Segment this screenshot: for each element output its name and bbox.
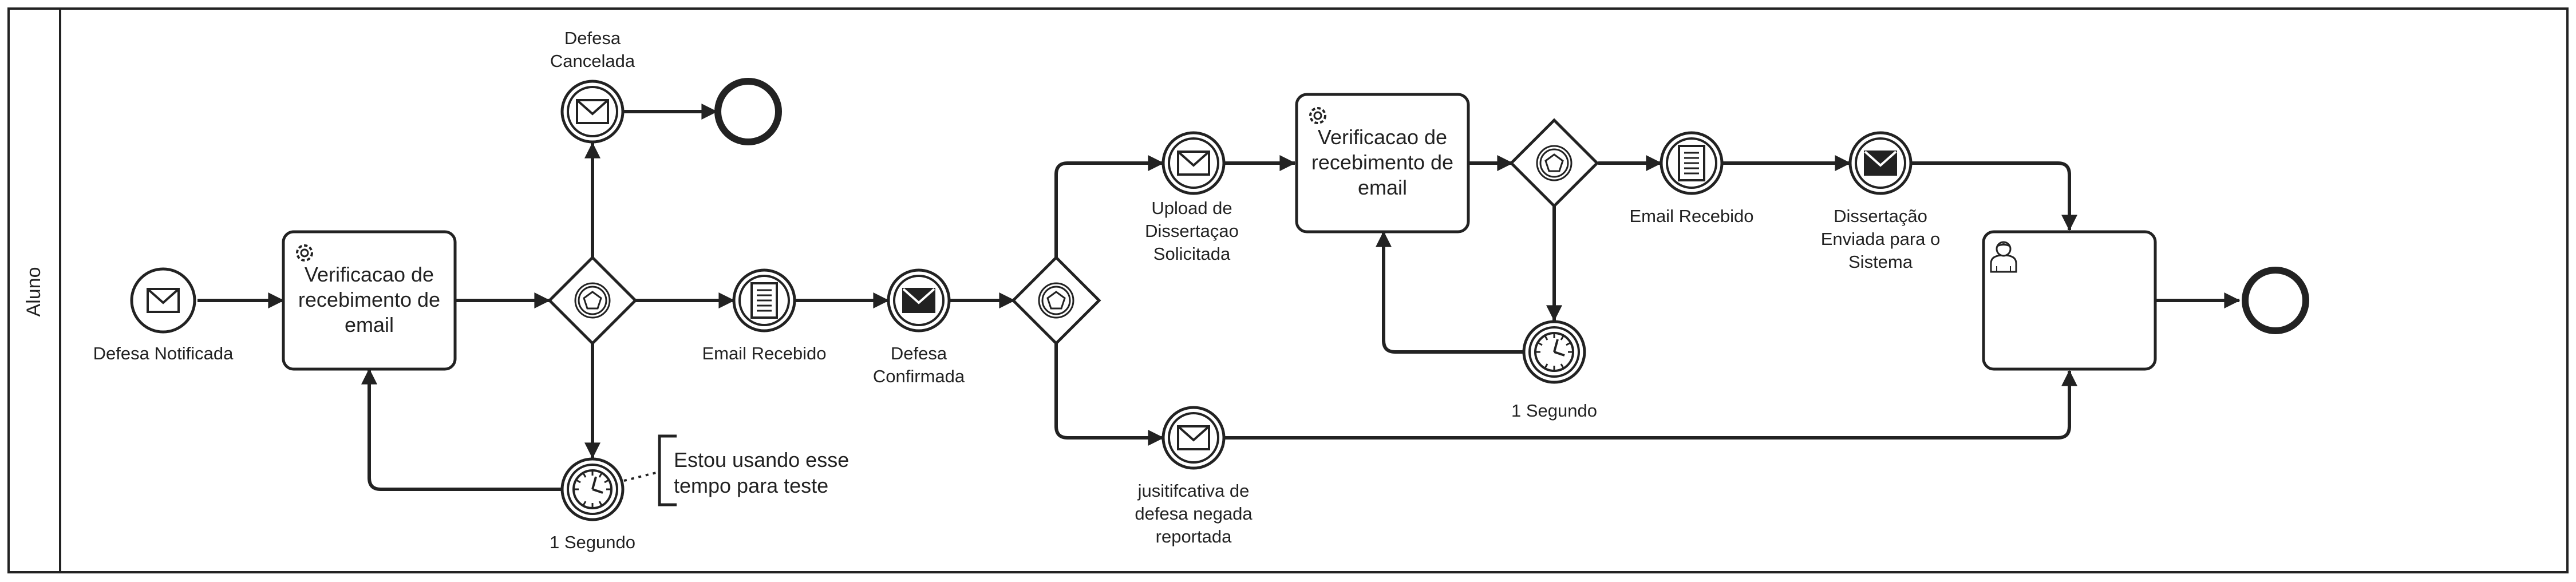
text-annotation[interactable]: Estou usando esse tempo para teste (623, 434, 849, 506)
envelope-icon (1177, 425, 1210, 450)
event-email-recebido-2[interactable]: Email Recebido (1629, 131, 1754, 226)
end-event-1[interactable] (714, 78, 782, 145)
gateway-1-diamond[interactable] (547, 255, 638, 346)
clock-icon (572, 469, 613, 509)
task-verify-2-label-line2: recebimento de (1311, 151, 1453, 174)
timer-event-1[interactable]: 1 Segundo (550, 457, 635, 552)
sent-label-line3: Sistema (1848, 252, 1913, 272)
email-received-2-label: Email Recebido (1629, 206, 1753, 226)
timer-event-2[interactable]: 1 Segundo (1511, 320, 1597, 421)
lane-label: Aluno (23, 267, 45, 317)
task-verify-1-label-line1: Verificacao de (305, 263, 434, 286)
timer-2-label: 1 Segundo (1511, 401, 1597, 421)
start-event-label: Defesa Notificada (93, 343, 234, 363)
user-task[interactable] (1982, 230, 2157, 371)
envelope-icon (1177, 151, 1210, 176)
pentagon-icon (1544, 153, 1564, 172)
flow-timer1-to-verify1[interactable] (361, 368, 561, 491)
confirmed-label-line1: Defesa (891, 343, 947, 363)
task-verify-2-label-line1: Verificacao de (1318, 125, 1447, 149)
justification-label-line2: defesa negada (1135, 504, 1253, 524)
task-verify-1-label-line3: email (345, 313, 394, 336)
annotation-bracket (658, 434, 677, 506)
document-icon (1678, 145, 1705, 181)
flow-justification-to-usertask[interactable] (1224, 370, 2077, 440)
sent-label-line1: Dissertação (1834, 206, 1927, 226)
gateway-2-diamond[interactable] (1011, 255, 1101, 346)
task-verify-1-label-line2: recebimento de (298, 288, 440, 311)
cancelled-label-line1: Defesa (564, 28, 621, 48)
task-verify-2-box[interactable] (1295, 93, 1470, 233)
upload-label-line1: Upload de (1151, 198, 1232, 218)
annotation-association (623, 471, 659, 482)
event-email-recebido-1[interactable]: Email Recebido (702, 268, 827, 363)
pentagon-icon (1046, 291, 1066, 310)
justification-label-line3: reportada (1156, 526, 1232, 547)
event-defesa-cancelada[interactable]: Defesa Cancelada (550, 28, 635, 144)
envelope-filled-icon (1864, 151, 1897, 176)
event-based-gateway-3[interactable] (1509, 118, 1599, 208)
envelope-filled-icon (902, 288, 935, 313)
sequence-flows (197, 104, 2241, 491)
task-verify-2-label-line3: email (1358, 176, 1407, 199)
flow-sent-to-usertask[interactable] (1911, 161, 2077, 231)
envelope-icon (576, 99, 609, 124)
email-received-1-label: Email Recebido (702, 343, 826, 363)
upload-label-line3: Solicitada (1153, 244, 1231, 264)
gateway-3-diamond[interactable] (1509, 118, 1599, 208)
timer-1-label: 1 Segundo (550, 532, 635, 552)
confirmed-label-line2: Confirmada (873, 366, 965, 386)
flow-gateway2-to-upload[interactable] (1054, 155, 1164, 258)
end-event-2[interactable] (2242, 267, 2309, 334)
start-event[interactable]: Defesa Notificada (93, 267, 234, 363)
user-task-box[interactable] (1982, 230, 2157, 371)
annotation-line2: tempo para teste (674, 474, 828, 497)
task-verify-2[interactable]: Verificacao de recebimento de email (1295, 93, 1470, 233)
task-verify-1-box[interactable] (282, 230, 457, 371)
event-dissertacao-enviada[interactable]: Dissertação Enviada para o Sistema (1821, 131, 1941, 272)
user-icon (1990, 241, 2017, 273)
sent-label-line2: Enviada para o (1821, 229, 1941, 249)
flow-timer2-to-verify2[interactable] (1376, 231, 1523, 354)
cancelled-label-line2: Cancelada (550, 51, 635, 71)
clock-icon (1534, 332, 1574, 372)
event-upload-solicitada[interactable]: Upload de Dissertaçao Solicitada (1145, 131, 1239, 264)
task-verify-1[interactable]: Verificacao de recebimento de email (282, 230, 457, 371)
upload-label-line2: Dissertaçao (1145, 221, 1239, 241)
envelope-icon (147, 288, 180, 313)
event-defesa-confirmada[interactable]: Defesa Confirmada (873, 268, 965, 386)
annotation-line1: Estou usando esse (674, 448, 849, 472)
pentagon-icon (583, 291, 602, 310)
event-based-gateway-1[interactable] (547, 255, 638, 346)
event-justificativa[interactable]: jusitifcativa de defesa negada reportada (1135, 406, 1253, 547)
flow-gateway2-to-justification[interactable] (1054, 343, 1164, 446)
event-based-gateway-2[interactable] (1011, 255, 1101, 346)
document-icon (750, 282, 778, 319)
justification-label-line1: jusitifcativa de (1137, 481, 1250, 501)
